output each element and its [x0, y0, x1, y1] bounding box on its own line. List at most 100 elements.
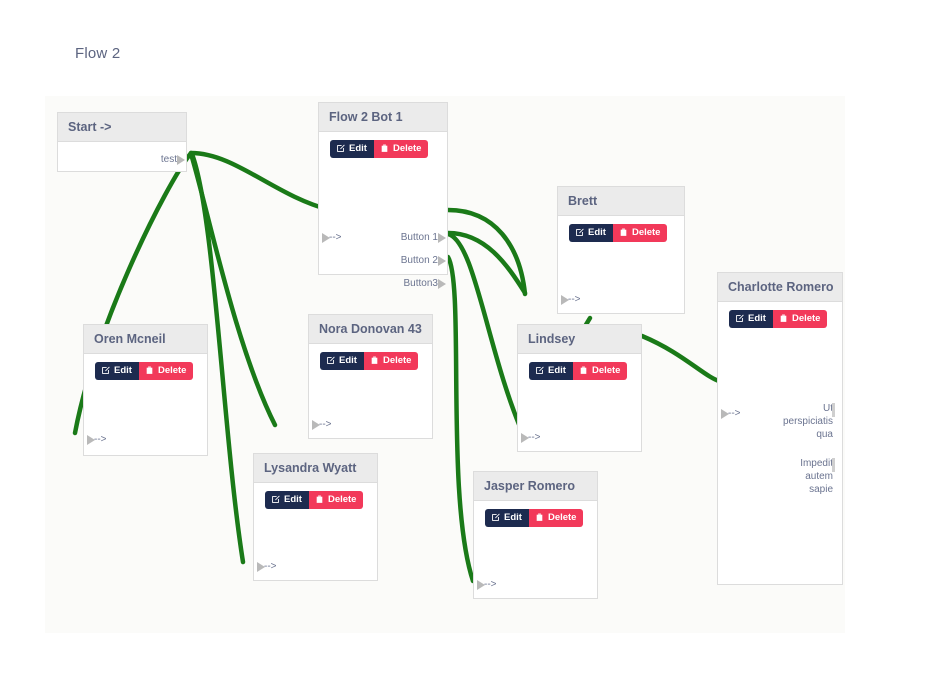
node-oren-mcneil[interactable]: Oren Mcneil Edit Delete [83, 324, 208, 456]
node-lindsey-title: Lindsey [518, 325, 641, 354]
port-marker-icon [322, 233, 330, 243]
port-marker-icon [438, 279, 446, 289]
pencil-square-icon [336, 144, 345, 153]
edit-button-label: Edit [114, 365, 132, 376]
trash-icon [779, 314, 788, 323]
delete-button[interactable]: Delete [772, 310, 828, 328]
node-brett[interactable]: Brett Edit Delete [557, 186, 685, 314]
node-start-title: Start -> [58, 113, 186, 142]
node-jasper-romero-title: Jasper Romero [474, 472, 597, 501]
port-in-jasper[interactable]: --> [477, 579, 497, 591]
delete-button-label: Delete [791, 313, 821, 324]
edit-button[interactable]: Edit [729, 310, 773, 328]
port-out-ut-perspiciatis-qua-line3: qua [816, 429, 833, 440]
edit-button-label: Edit [748, 313, 766, 324]
delete-button[interactable]: Delete [373, 140, 429, 158]
node-flow2bot1[interactable]: Flow 2 Bot 1 Edit Delete [318, 102, 448, 289]
edit-button[interactable]: Edit [265, 491, 309, 509]
pencil-square-icon [491, 513, 500, 522]
port-out-test[interactable]: test [160, 154, 185, 166]
trash-icon [579, 366, 588, 375]
node-nora-donovan-title: Nora Donovan 43 [309, 315, 432, 344]
delete-button[interactable]: Delete [363, 352, 419, 370]
port-marker-icon [438, 233, 446, 243]
port-out-button-3-label: Button3 [403, 278, 438, 289]
edit-button[interactable]: Edit [320, 352, 364, 370]
port-out-impedit-autem-sapie[interactable]: Impedit autem sapie [800, 457, 835, 496]
edge-lindsey-to-charlotte [639, 333, 725, 385]
action-buttons: Edit Delete [518, 354, 641, 380]
action-buttons: Edit Delete [558, 216, 684, 242]
edit-button[interactable]: Edit [529, 362, 573, 380]
port-marker-icon [477, 580, 485, 590]
port-out-ut-perspiciatis-qua[interactable]: Ut perspiciatis qua [783, 402, 835, 441]
delete-button[interactable]: Delete [528, 509, 584, 527]
node-charlotte-romero[interactable]: Charlotte Romero Edit Delete [717, 272, 843, 585]
port-in-lysandra-label: --> [264, 561, 277, 572]
port-in-bot[interactable]: --> [322, 232, 342, 244]
port-out-button-3[interactable]: Button3 [403, 278, 446, 290]
flow-canvas[interactable]: Start -> test Flow 2 Bot 1 Edit [45, 96, 845, 633]
edge-button2-to-lindsey [445, 231, 526, 437]
node-nora-donovan-body: Edit Delete --> [309, 344, 432, 441]
port-out-impedit-autem-sapie-line1: Impedit [800, 458, 833, 469]
node-lysandra-wyatt[interactable]: Lysandra Wyatt Edit Delete [253, 453, 378, 581]
edit-button[interactable]: Edit [95, 362, 139, 380]
trash-icon [315, 495, 324, 504]
port-in-lysandra[interactable]: --> [257, 561, 277, 573]
edit-button[interactable]: Edit [330, 140, 374, 158]
delete-button[interactable]: Delete [308, 491, 364, 509]
node-jasper-romero-body: Edit Delete --> [474, 501, 597, 601]
port-out-button-1-label: Button 1 [400, 232, 438, 243]
edit-button[interactable]: Edit [569, 224, 613, 242]
delete-button-label: Delete [591, 365, 621, 376]
delete-button-label: Delete [157, 365, 187, 376]
delete-button[interactable]: Delete [572, 362, 628, 380]
node-flow2bot1-title: Flow 2 Bot 1 [319, 103, 447, 132]
port-in-jasper-label: --> [484, 579, 497, 590]
pencil-square-icon [735, 314, 744, 323]
edit-button[interactable]: Edit [485, 509, 529, 527]
pencil-square-icon [575, 228, 584, 237]
node-oren-mcneil-body: Edit Delete --> [84, 354, 207, 458]
edit-button-label: Edit [284, 494, 302, 505]
port-out-test-label: test [160, 154, 177, 165]
port-marker-icon [561, 295, 569, 305]
action-buttons: Edit Delete [319, 132, 447, 158]
node-charlotte-romero-body: Edit Delete --> Ut perspiciatis [718, 302, 842, 587]
action-buttons: Edit Delete [309, 344, 432, 370]
port-in-charlotte[interactable]: --> [721, 408, 741, 420]
port-in-charlotte-label: --> [728, 408, 741, 419]
port-marker-icon [521, 433, 529, 443]
edge-start-to-bot [188, 150, 333, 213]
port-in-oren[interactable]: --> [87, 434, 107, 446]
port-out-button-2[interactable]: Button 2 [401, 255, 446, 267]
port-marker-icon [832, 403, 835, 417]
delete-button-label: Delete [392, 143, 422, 154]
trash-icon [145, 366, 154, 375]
delete-button[interactable]: Delete [138, 362, 194, 380]
node-brett-body: Edit Delete --> [558, 216, 684, 316]
port-out-button-1[interactable]: Button 1 [400, 232, 446, 244]
port-in-brett[interactable]: --> [561, 294, 581, 306]
node-jasper-romero[interactable]: Jasper Romero Edit Delete [473, 471, 598, 599]
flow-header: Flow 2 [45, 21, 845, 96]
delete-button-label: Delete [631, 227, 661, 238]
delete-button-label: Delete [382, 355, 412, 366]
edit-button-label: Edit [548, 365, 566, 376]
pencil-square-icon [535, 366, 544, 375]
edge-button3-to-jasper [445, 254, 476, 584]
port-in-oren-label: --> [94, 434, 107, 445]
node-start[interactable]: Start -> test [57, 112, 187, 172]
node-lindsey[interactable]: Lindsey Edit Delete [517, 324, 642, 452]
port-in-nora[interactable]: --> [312, 419, 332, 431]
node-start-body: test [58, 142, 186, 175]
delete-button[interactable]: Delete [612, 224, 668, 242]
node-nora-donovan[interactable]: Nora Donovan 43 Edit Delete [308, 314, 433, 439]
pencil-square-icon [326, 356, 335, 365]
port-in-lindsey[interactable]: --> [521, 432, 541, 444]
port-marker-icon [177, 155, 185, 165]
port-in-lindsey-label: --> [528, 432, 541, 443]
edit-button-label: Edit [349, 143, 367, 154]
